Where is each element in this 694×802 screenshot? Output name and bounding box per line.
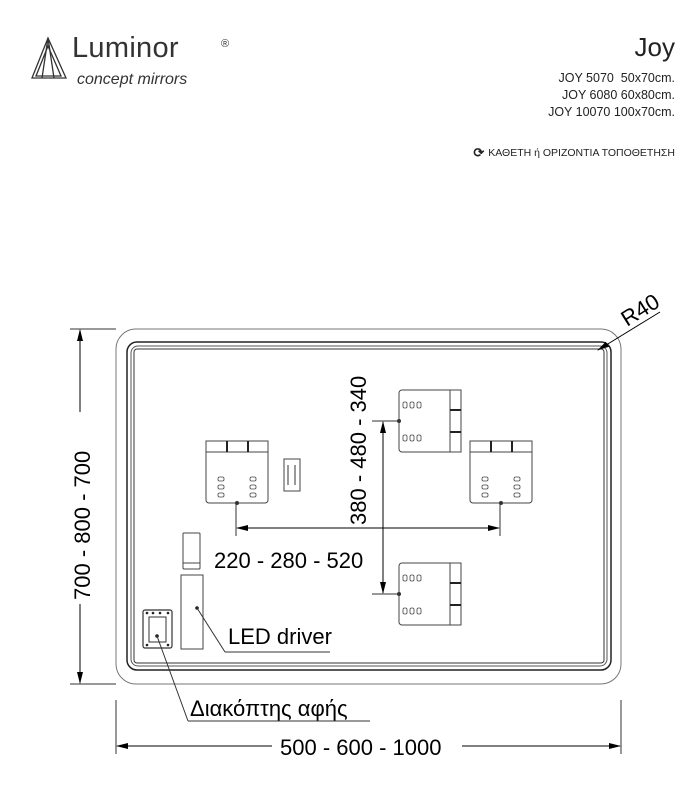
mounting-bracket [469, 440, 533, 506]
touch-switch-label: Διακόπτης αφής [190, 696, 348, 721]
touch-switch [142, 609, 173, 649]
mounting-bracket [396, 389, 462, 453]
logo-triangle-icon [31, 36, 68, 79]
led-driver-label: LED driver [228, 624, 332, 649]
mounting-note: ⟳ ΚΑΘΕΤΗ ή ΟΡΙΖΟΝΤΙΑ ΤΟΠΟΘΕΤΗΣΗ [473, 145, 675, 161]
connector-box [182, 532, 201, 570]
mirror-outer-edge [115, 328, 622, 685]
horizontal-spacing-label: 220 - 280 - 520 [214, 548, 363, 573]
logo-tagline: concept mirrors [77, 71, 188, 88]
product-title: Joy [634, 32, 675, 62]
model-line: JOY 6080 60x80cm. [561, 88, 675, 102]
label-plate [283, 458, 301, 492]
mirror-frame [126, 341, 612, 671]
led-driver [180, 574, 204, 650]
logo-registered-mark: ® [221, 38, 230, 50]
model-line: JOY 10070 100x70cm. [548, 105, 675, 119]
mounting-bracket [396, 562, 462, 626]
mounting-bracket [205, 440, 269, 506]
vertical-spacing-label: 380 - 480 - 340 [346, 376, 371, 525]
model-line: JOY 5070 50x70cm. [558, 71, 675, 85]
refresh-icon: ⟳ [473, 145, 485, 160]
logo-brand: Luminor [72, 32, 179, 64]
height-dimension-label: 700 - 800 - 700 [70, 451, 95, 600]
width-dimension-label: 500 - 600 - 1000 [280, 735, 441, 760]
mounting-label: ΚΑΘΕΤΗ ή ΟΡΙΖΟΝΤΙΑ ΤΟΠΟΘΕΤΗΣΗ [488, 147, 675, 159]
corner-radius-label: R40 [616, 289, 663, 332]
